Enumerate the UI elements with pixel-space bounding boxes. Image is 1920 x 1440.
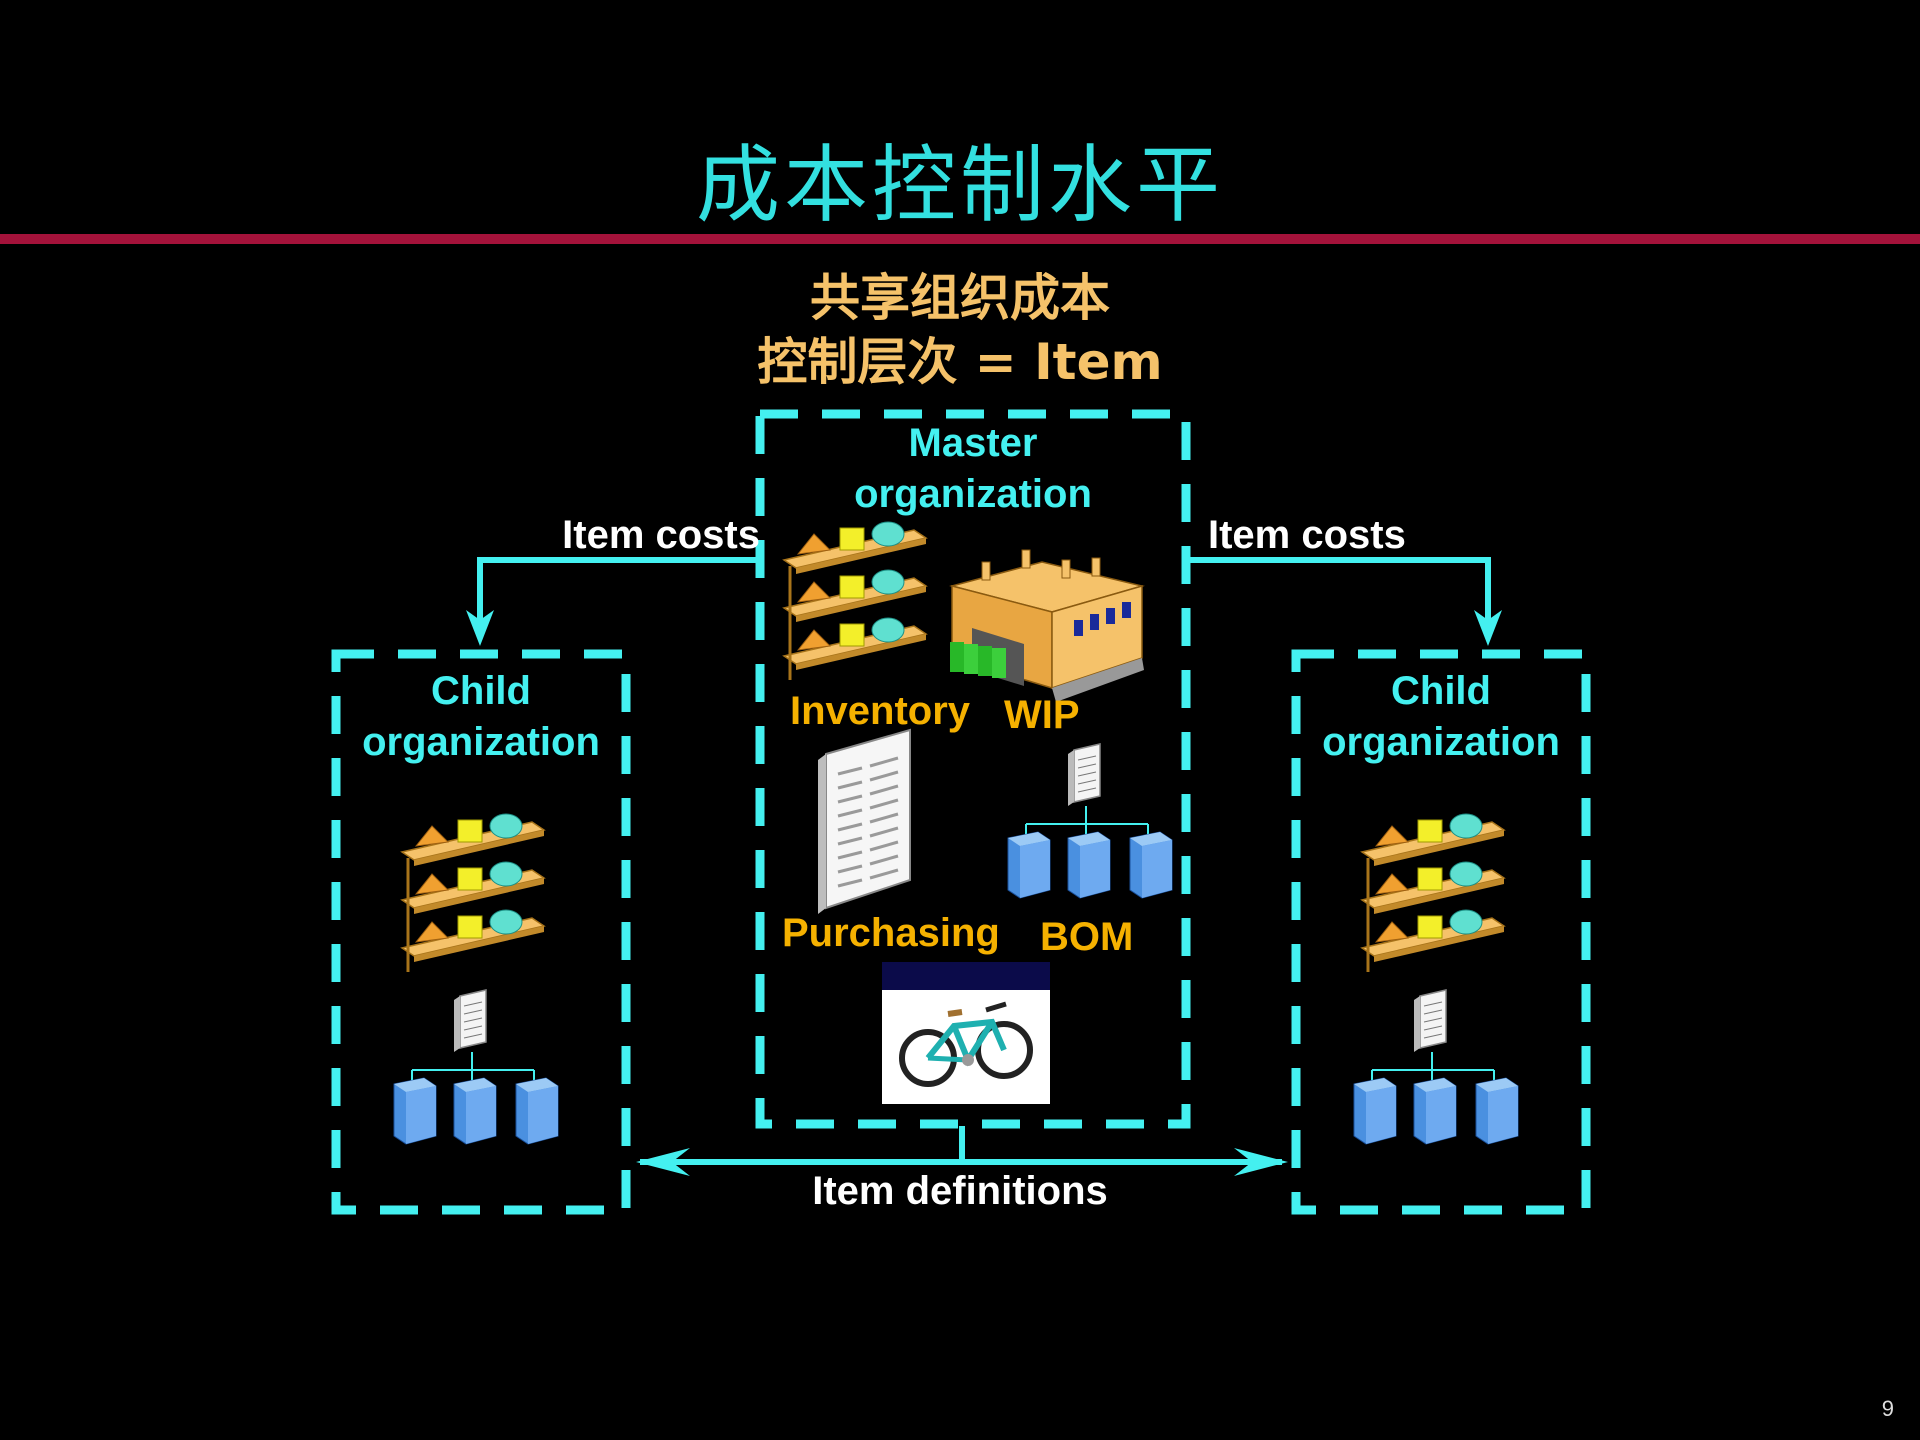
right-shelves-icon [1362, 814, 1504, 972]
child-org-right-label-line2: organization [1322, 720, 1560, 765]
title-divider [0, 234, 1920, 244]
purchasing-document-icon [818, 728, 911, 914]
item-definitions-arrow [636, 1126, 1288, 1176]
inventory-shelves-icon [784, 522, 926, 680]
child-org-left-label-line2: organization [362, 720, 600, 765]
slide-title: 成本控制水平 [695, 136, 1224, 234]
child-org-box-left [331, 649, 631, 1215]
master-org-label-line1: Master [908, 421, 1038, 465]
child-org-right-label: Child organization [1296, 666, 1586, 768]
child-org-left-label: Child organization [336, 666, 626, 768]
master-org-box [755, 409, 1191, 1129]
inventory-label: Inventory [790, 689, 971, 733]
master-org-label: Master organization [760, 418, 1186, 520]
item-definitions-label: Item definitions [812, 1169, 1108, 1213]
subtitle-line-1: 共享组织成本 [810, 269, 1110, 327]
warehouse-icon [949, 549, 1145, 702]
bom-tree-icon [1007, 743, 1173, 899]
right-bom-tree-icon [1353, 989, 1519, 1145]
item-costs-arrow-left [466, 557, 758, 646]
item-costs-label-right: Item costs [1208, 513, 1406, 557]
child-org-left-label-line1: Child [431, 669, 531, 713]
bicycle-image [882, 962, 1050, 1104]
wip-label: WIP [1004, 693, 1080, 737]
child-org-box-right [1291, 649, 1591, 1215]
page-number: 9 [1881, 1396, 1894, 1421]
item-costs-arrow-right [1188, 557, 1502, 646]
left-bom-tree-icon [393, 989, 559, 1145]
item-costs-label-left: Item costs [562, 513, 760, 557]
subtitle-line-2: 控制层次 = Item [757, 333, 1163, 391]
purchasing-label: Purchasing [782, 911, 1000, 955]
bom-label: BOM [1040, 915, 1134, 959]
left-shelves-icon [402, 814, 544, 972]
child-org-right-label-line1: Child [1391, 669, 1491, 713]
master-org-label-line2: organization [854, 472, 1092, 517]
